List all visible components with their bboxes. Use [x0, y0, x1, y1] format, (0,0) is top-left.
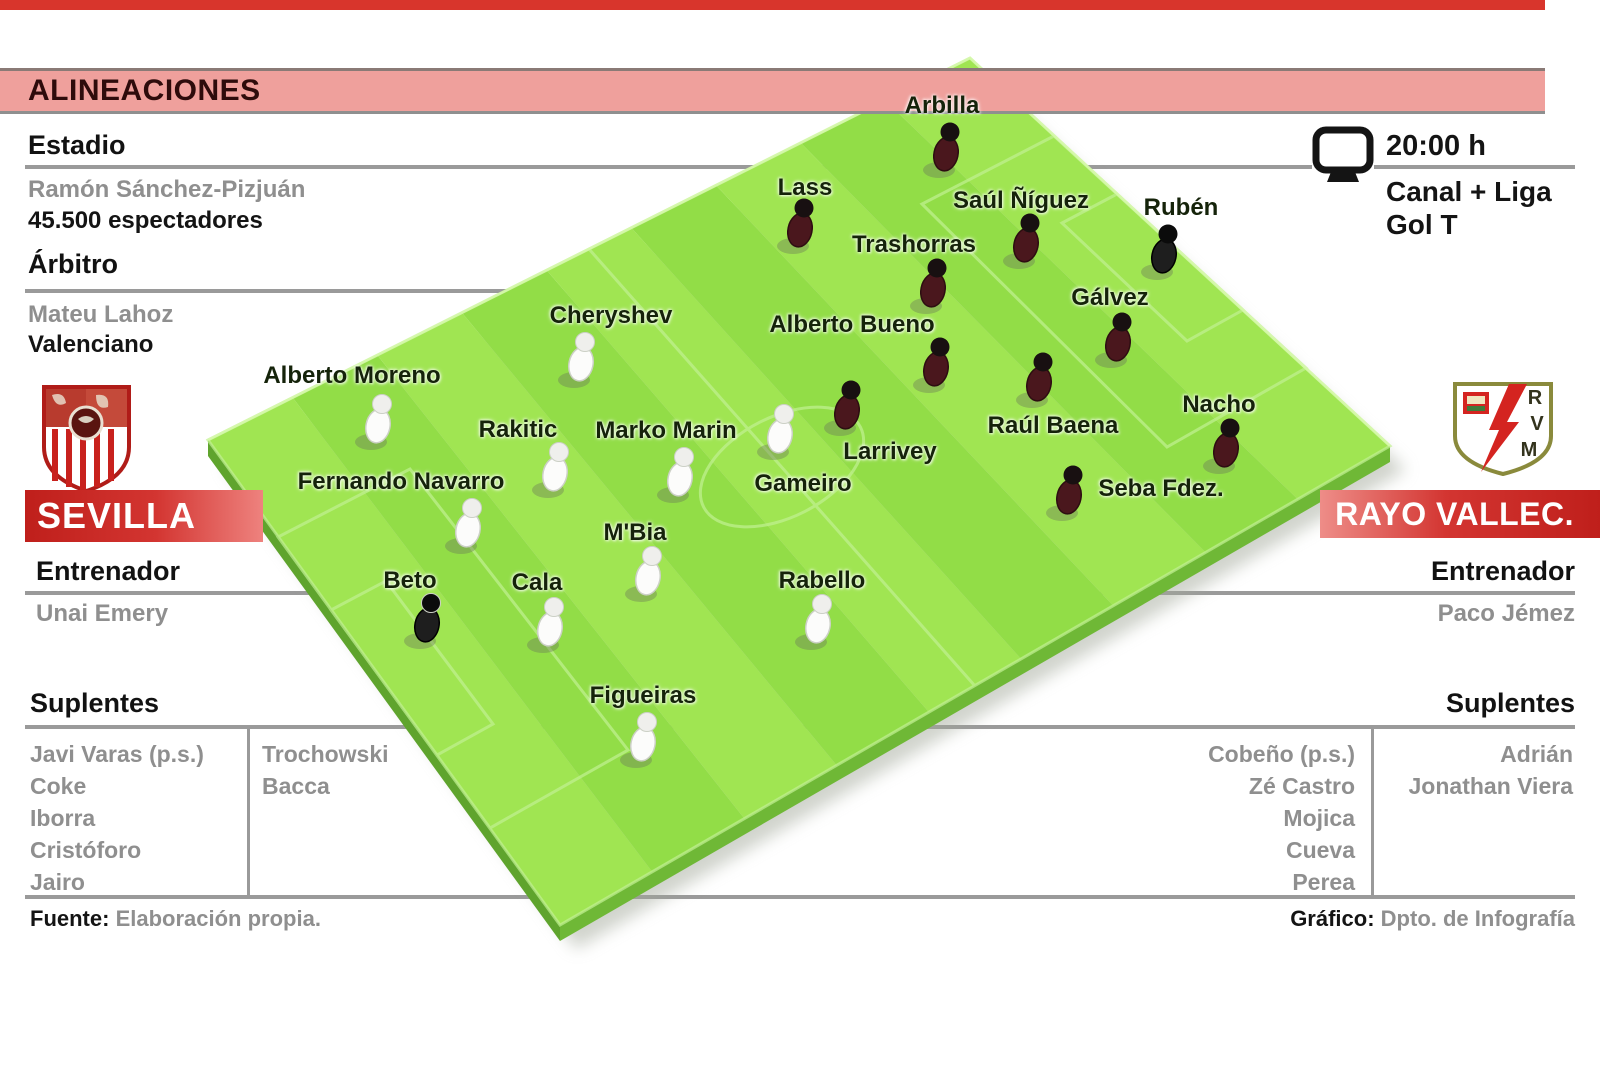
page-title: ALINEACIONES	[28, 74, 261, 107]
source-value: Elaboración propia.	[115, 906, 321, 931]
arbitro-name: Mateu Lahoz	[28, 301, 174, 328]
substitute-name: Mojica	[1283, 805, 1355, 831]
tv-icon	[1312, 126, 1374, 186]
substitute-name: Bacca	[262, 773, 330, 799]
substitute-name: Javi Varas (p.s.)	[30, 741, 204, 767]
source-label: Fuente:	[30, 906, 110, 931]
rule-footer	[25, 895, 1575, 899]
rayo-vallecano-crest: R V M	[1453, 382, 1553, 477]
estadio-name: Ramón Sánchez-Pizjuán	[28, 176, 306, 203]
graphic-label: Gráfico:	[1290, 906, 1375, 931]
kickoff-time: 20:00 h	[1386, 130, 1486, 162]
pitch-side-right	[560, 446, 1390, 941]
home-team-name: SEVILLA	[37, 495, 197, 536]
tv-channel-1: Canal + Liga	[1386, 176, 1552, 207]
divider-subs-away	[1371, 725, 1374, 895]
svg-text:M: M	[1521, 439, 1538, 461]
arbitro-region: Valenciano	[28, 331, 154, 358]
graphic-value: Dpto. de Infografía	[1380, 906, 1575, 931]
svg-text:R: R	[1528, 387, 1543, 409]
rule-entrenador-away	[1100, 591, 1575, 595]
estadio-heading: Estadio	[28, 130, 126, 160]
substitute-name: Perea	[1292, 869, 1355, 895]
substitute-name: Adrián	[1500, 741, 1573, 767]
source-credit: Fuente: Elaboración propia.	[30, 906, 321, 932]
home-suplentes-heading: Suplentes	[30, 688, 160, 718]
substitute-name: Cueva	[1285, 837, 1355, 863]
estadio-capacity: 45.500 espectadores	[28, 207, 263, 234]
substitute-name: Jairo	[30, 869, 85, 895]
away-team-banner: RAYO VALLEC.	[1320, 490, 1600, 538]
home-team-banner: SEVILLA	[25, 490, 263, 542]
substitute-name: Cobeño (p.s.)	[1208, 741, 1355, 767]
home-entrenador-heading: Entrenador	[36, 556, 181, 586]
away-suplentes-heading: Suplentes	[1445, 688, 1575, 718]
substitute-name: Zé Castro	[1248, 773, 1355, 799]
sevilla-crest	[42, 385, 131, 494]
top-red-bar	[0, 0, 1545, 10]
substitute-name: Iborra	[30, 805, 96, 831]
substitute-name: Coke	[30, 773, 87, 799]
substitute-name: Cristóforo	[30, 837, 142, 863]
pitch-edge-highlight	[207, 56, 1391, 447]
substitute-name: Jonathan Viera	[1408, 773, 1573, 799]
pitch-side-left	[208, 440, 560, 941]
graphic-credit: Gráfico: Dpto. de Infografía	[1290, 906, 1575, 932]
tv-channel-2: Gol T	[1386, 209, 1458, 240]
svg-text:V: V	[1530, 413, 1544, 435]
title-band: ALINEACIONES	[0, 68, 1545, 114]
away-coach: Paco Jémez	[1437, 600, 1575, 627]
home-coach: Unai Emery	[36, 600, 169, 627]
arbitro-heading: Árbitro	[28, 249, 118, 279]
away-entrenador-heading: Entrenador	[1430, 556, 1575, 586]
rule-entrenador-home	[25, 591, 375, 595]
substitute-name: Trochowski	[262, 741, 389, 767]
rule-arbitro	[25, 289, 515, 293]
divider-subs-home	[247, 725, 250, 895]
away-team-name: RAYO VALLEC.	[1335, 496, 1574, 532]
